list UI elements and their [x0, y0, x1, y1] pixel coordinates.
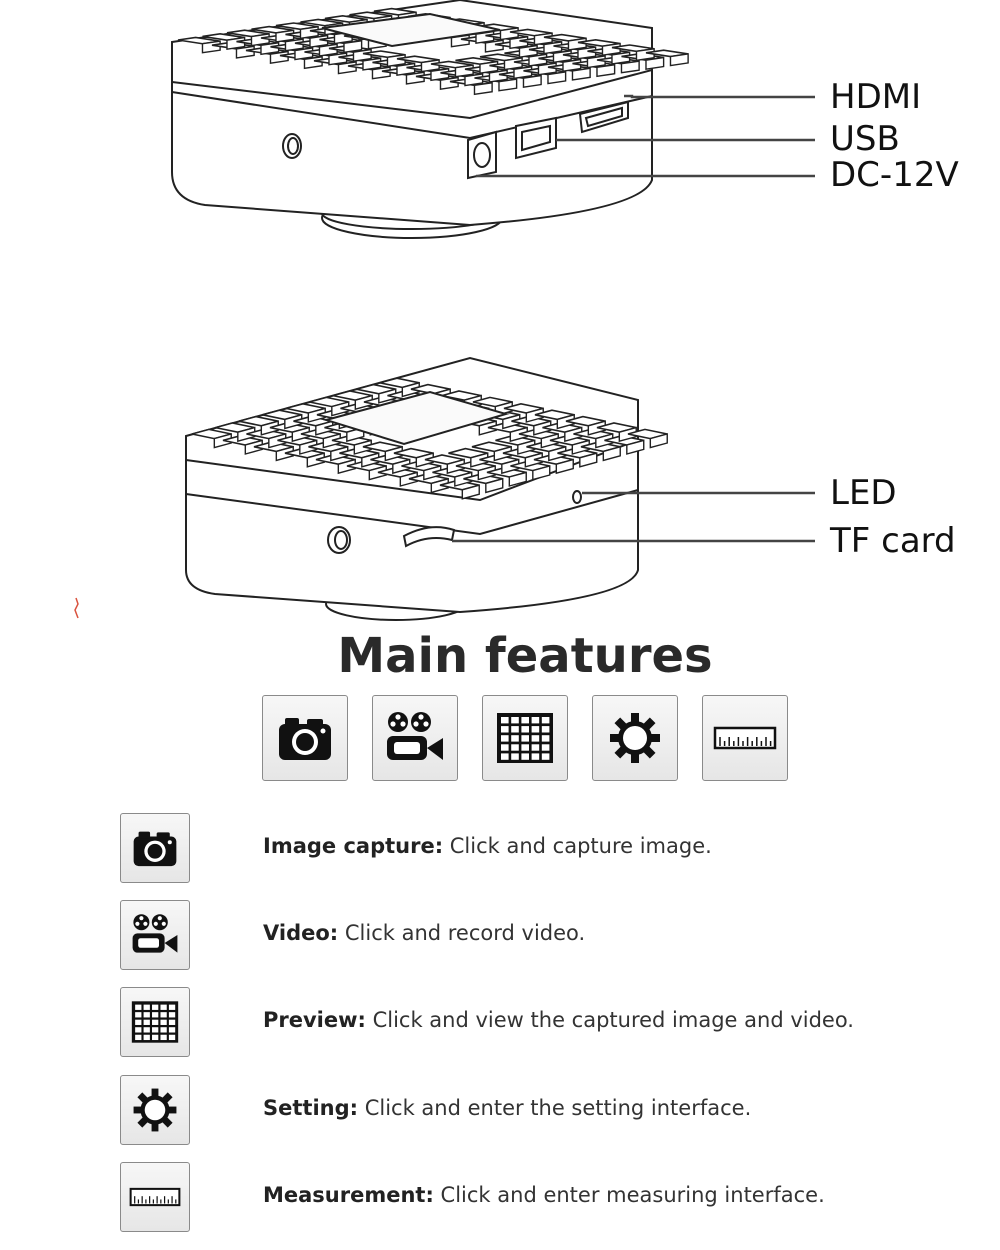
grid-icon: [131, 1001, 179, 1043]
feature-desc: Click and capture image.: [443, 834, 712, 858]
feature-desc: Click and record video.: [338, 921, 586, 945]
feature-row-measurement: Measurement: Click and enter measuring i…: [120, 1162, 920, 1232]
callout-lines-top: [476, 94, 815, 178]
feature-name: Setting:: [263, 1096, 359, 1120]
feature-row-preview: Preview: Click and view the captured ima…: [120, 987, 920, 1057]
feature-row-image-capture: Image capture: Click and capture image.: [120, 813, 920, 883]
feature-name: Preview:: [263, 1008, 366, 1032]
feature-description: Measurement: Click and enter measuring i…: [263, 1183, 825, 1207]
feature-desc: Click and enter measuring interface.: [433, 1183, 825, 1207]
feature-toolbar: [262, 695, 790, 783]
feature-desc: Click and view the captured image and vi…: [365, 1008, 854, 1032]
camera-device-top-view: [171, 0, 689, 239]
camera-icon: [279, 718, 331, 760]
callout-hdmi: HDMI: [830, 77, 922, 117]
preview-button[interactable]: [482, 695, 568, 781]
feature-row-setting: Setting: Click and enter the setting int…: [120, 1075, 920, 1145]
ruler-icon: [713, 726, 777, 750]
video-button[interactable]: [372, 695, 458, 781]
setting-button[interactable]: [592, 695, 678, 781]
feature-description: Preview: Click and view the captured ima…: [263, 1008, 854, 1032]
device-diagram: [74, 0, 815, 621]
grid-icon: [497, 713, 553, 763]
callout-lines-bottom: [452, 491, 815, 543]
gear-icon: [133, 1088, 177, 1132]
feature-name: Video:: [263, 921, 339, 945]
feature-name: Measurement:: [263, 1183, 434, 1207]
section-title: Main features: [337, 628, 713, 684]
feature-name: Image capture:: [263, 834, 444, 858]
callout-usb: USB: [830, 119, 900, 159]
callout-dc12v: DC-12V: [830, 155, 959, 195]
feature-desc: Click and enter the setting interface.: [358, 1096, 752, 1120]
callout-tf-card: TF card: [830, 521, 956, 561]
capture-button[interactable]: [262, 695, 348, 781]
feature-description: Setting: Click and enter the setting int…: [263, 1096, 751, 1120]
feature-description: Image capture: Click and capture image.: [263, 834, 712, 858]
feature-row-video: Video: Click and record video.: [120, 900, 920, 970]
callout-led: LED: [830, 473, 897, 513]
gear-icon: [610, 713, 660, 763]
ruler-icon: [129, 1187, 181, 1207]
camera-icon: [133, 831, 177, 867]
camera-device-side-view: [185, 356, 668, 621]
feature-description: Video: Click and record video.: [263, 921, 585, 945]
measurement-button[interactable]: [702, 695, 788, 781]
video-camera-icon: [132, 914, 178, 953]
stray-mark: [74, 597, 79, 619]
video-camera-icon: [387, 712, 443, 760]
